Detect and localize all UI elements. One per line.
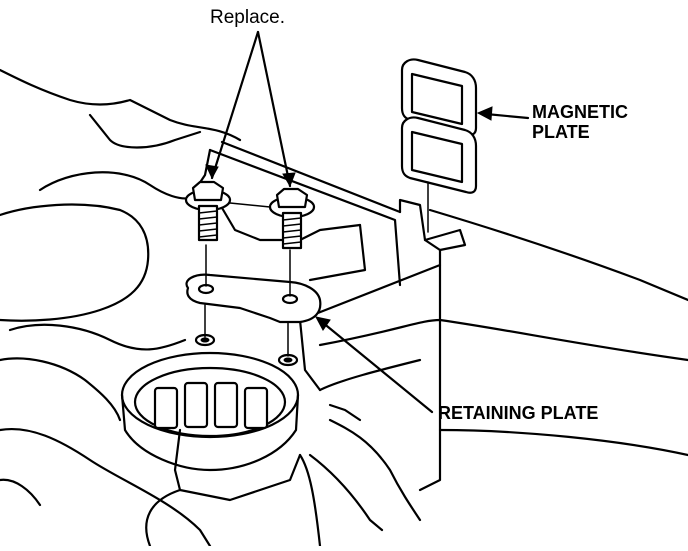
bolt-left <box>184 180 232 242</box>
bearing-race <box>120 351 300 472</box>
washer-link-line <box>229 202 271 208</box>
retaining-plate-leader <box>315 316 434 414</box>
retaining-plate-label: RETAINING PLATE <box>438 403 599 423</box>
retaining-plate <box>185 244 322 324</box>
magnetic-plate <box>400 58 478 233</box>
magnetic-plate-label-line1: MAGNETIC <box>532 102 628 122</box>
replace-label: Replace. <box>210 7 285 28</box>
replace-arrows <box>205 30 296 188</box>
magnetic-plate-label-line2: PLATE <box>532 121 590 142</box>
magnetic-plate-arrow <box>476 106 530 121</box>
transmission-case <box>0 68 688 548</box>
magnetic-plate-label: MAGNETIC PLATE <box>532 102 628 143</box>
bolt-holes <box>194 304 299 367</box>
